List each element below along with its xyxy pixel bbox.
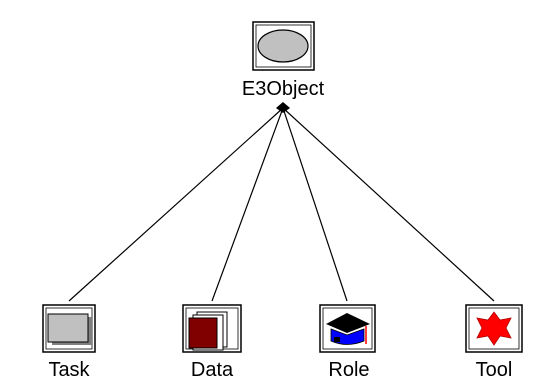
- connector-task: [68, 107, 284, 302]
- node-data[interactable]: Data: [182, 304, 242, 381]
- node-role[interactable]: Role: [319, 304, 376, 381]
- data-book-icon: [188, 311, 228, 351]
- node-tool[interactable]: Tool: [465, 304, 523, 381]
- node-task[interactable]: Task: [42, 304, 96, 381]
- connector-data: [211, 107, 284, 302]
- graduation-cap-icon: [326, 313, 370, 345]
- root-label: E3Object: [242, 78, 325, 100]
- data-label: Data: [191, 359, 234, 381]
- connectors: [68, 107, 495, 302]
- task-rectangle-icon: [47, 313, 92, 345]
- task-label: Task: [48, 359, 90, 381]
- star-burst-icon: [476, 311, 512, 346]
- tool-label: Tool: [476, 359, 513, 381]
- role-label: Role: [328, 359, 369, 381]
- connector-tool: [282, 107, 495, 302]
- inheritance-marker: [276, 102, 290, 113]
- ellipse-icon: [257, 29, 309, 63]
- connector-role: [282, 107, 348, 302]
- root-node[interactable]: E3Object: [242, 21, 325, 100]
